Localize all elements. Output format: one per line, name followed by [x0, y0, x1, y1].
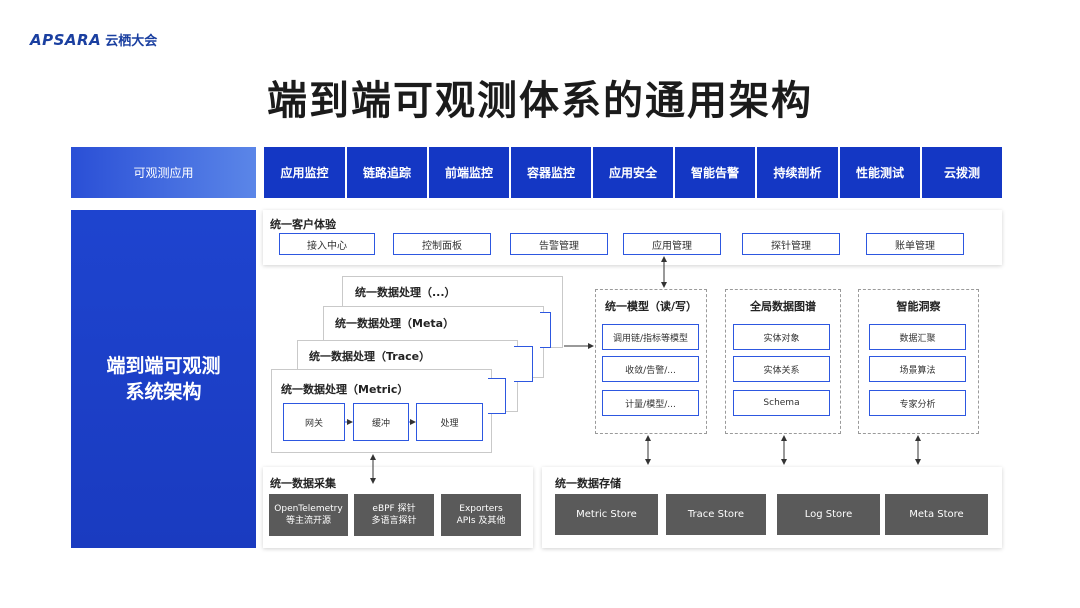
collection-item-otel: OpenTelemetry 等主流开源	[269, 494, 348, 536]
app-tab-perf-test: 性能测试	[840, 147, 920, 198]
graph-title: 全局数据图谱	[750, 300, 816, 313]
store-log: Log Store	[777, 494, 880, 535]
collection-item-exporters: Exporters APIs 及其他	[441, 494, 521, 536]
app-tab-profiling: 持续剖析	[757, 147, 838, 198]
insight-item-algorithm: 场景算法	[869, 356, 966, 382]
collection-item-ebpf: eBPF 探针 多语言探针	[354, 494, 434, 536]
store-metric: Metric Store	[555, 494, 658, 535]
collection-title: 统一数据采集	[270, 477, 336, 490]
trace-stack-edge	[514, 346, 533, 382]
pipeline-buffer: 缓冲	[353, 403, 409, 441]
processing-title-trace: 统一数据处理（Trace）	[309, 350, 431, 363]
store-meta: Meta Store	[885, 494, 988, 535]
exp-app-management: 应用管理	[623, 233, 721, 255]
model-item-trace-metric: 调用链/指标等模型	[602, 324, 699, 350]
collection-exporters-line1: Exporters	[459, 504, 503, 514]
logo-text-en: APSARA	[30, 31, 102, 49]
side-label-text: 端到端可观测系统架构	[106, 355, 221, 403]
apsara-logo: APSARA 云栖大会	[30, 30, 157, 49]
insight-item-expert: 专家分析	[869, 390, 966, 416]
model-title: 统一模型（读/写）	[604, 300, 698, 313]
storage-title: 统一数据存储	[555, 477, 621, 490]
collection-otel-line1: OpenTelemetry	[274, 504, 343, 514]
graph-item-schema: Schema	[733, 390, 830, 416]
processing-title-metric: 统一数据处理（Metric）	[281, 383, 409, 396]
model-item-metering: 计量/模型/...	[602, 390, 699, 416]
graph-item-entity: 实体对象	[733, 324, 830, 350]
meta-stack-edge	[540, 312, 551, 348]
app-row-label: 可观测应用	[71, 147, 256, 198]
collection-ebpf-line1: eBPF 探针	[372, 504, 416, 514]
processing-title-meta: 统一数据处理（Meta）	[335, 317, 455, 330]
exp-access-center: 接入中心	[279, 233, 375, 255]
processing-title-other: 统一数据处理（...）	[355, 286, 456, 299]
insight-item-aggregation: 数据汇聚	[869, 324, 966, 350]
collection-ebpf-line2: 多语言探针	[371, 516, 417, 526]
experience-title: 统一客户体验	[270, 218, 336, 231]
app-tab-frontend: 前端监控	[429, 147, 509, 198]
metric-stack-edge	[488, 378, 506, 414]
insight-title: 智能洞察	[896, 300, 941, 313]
app-tab-apm: 应用监控	[264, 147, 345, 198]
logo-text-cn: 云栖大会	[105, 34, 158, 49]
app-tab-alert: 智能告警	[675, 147, 755, 198]
collection-otel-line2: 等主流开源	[285, 516, 331, 526]
app-tab-security: 应用安全	[593, 147, 673, 198]
store-trace: Trace Store	[666, 494, 766, 535]
exp-billing-management: 账单管理	[866, 233, 964, 255]
exp-alert-management: 告警管理	[510, 233, 608, 255]
pipeline-process: 处理	[416, 403, 483, 441]
system-architecture-label: 端到端可观测系统架构	[71, 210, 256, 548]
exp-agent-management: 探针管理	[742, 233, 840, 255]
app-tab-tracing: 链路追踪	[347, 147, 427, 198]
app-tab-container: 容器监控	[511, 147, 591, 198]
pipeline-gateway: 网关	[283, 403, 345, 441]
exp-control-panel: 控制面板	[393, 233, 491, 255]
graph-item-relation: 实体关系	[733, 356, 830, 382]
collection-exporters-line2: APIs 及其他	[456, 516, 506, 526]
app-tab-synthetic: 云拨测	[922, 147, 1002, 198]
model-item-converge-alert: 收敛/告警/...	[602, 356, 699, 382]
page-title: 端到端可观测体系的通用架构	[267, 78, 813, 124]
